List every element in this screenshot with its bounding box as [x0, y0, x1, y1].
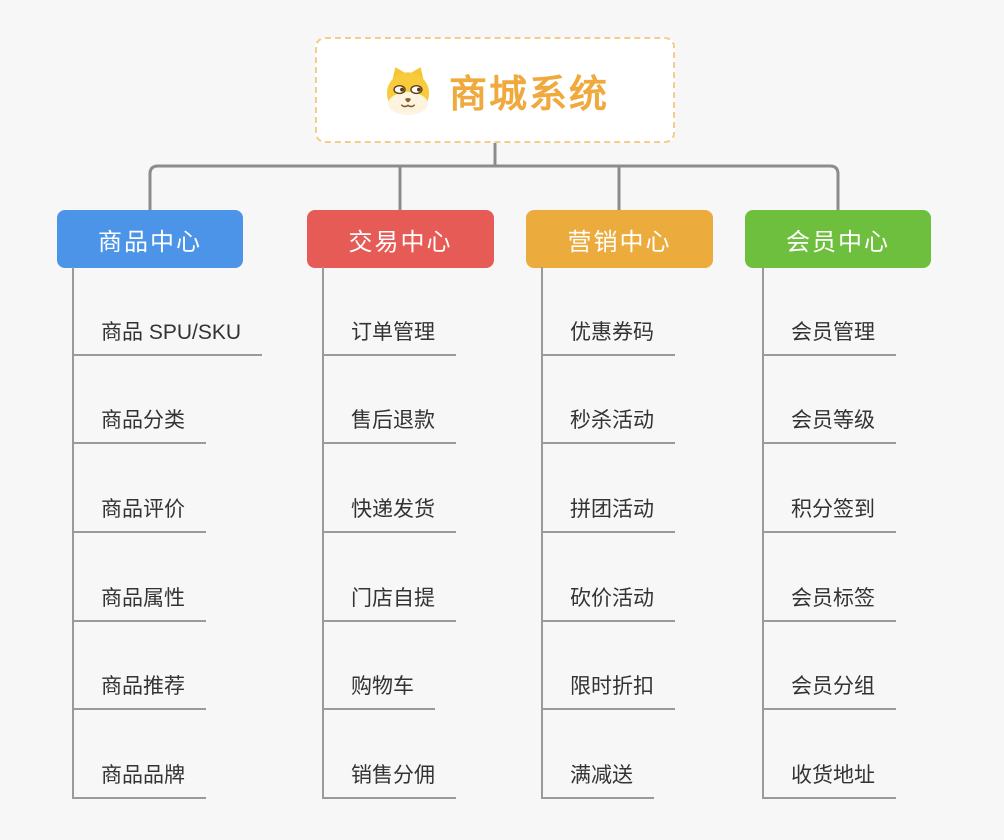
leaf-item[interactable]: 商品 SPU/SKU — [74, 267, 263, 356]
leaf-item[interactable]: 售后退款 — [324, 356, 456, 445]
leaf-label: 秒杀活动 — [543, 408, 675, 445]
branch-box-marketing-center[interactable]: 营销中心 — [526, 210, 713, 268]
leaf-item[interactable]: 秒杀活动 — [543, 356, 675, 445]
branch-label: 商品中心 — [98, 228, 202, 256]
leaf-item[interactable]: 商品属性 — [74, 533, 206, 622]
leaf-label: 会员管理 — [764, 320, 896, 356]
leaf-label: 购物车 — [324, 674, 435, 711]
leaf-item[interactable]: 会员分组 — [764, 622, 896, 711]
leaf-item[interactable]: 商品评价 — [74, 444, 206, 534]
leaf-label: 商品 SPU/SKU — [74, 320, 263, 356]
leaf-item[interactable]: 订单管理 — [324, 267, 456, 356]
leaf-label: 商品评价 — [74, 497, 206, 534]
branch-box-member-center[interactable]: 会员中心 — [745, 210, 931, 268]
leaf-item[interactable]: 满减送 — [543, 710, 654, 800]
branch-children-member-center: 会员管理 会员等级 积分签到 会员标签 会员分组 收货地址 — [762, 267, 896, 800]
leaf-item[interactable]: 拼团活动 — [543, 444, 675, 534]
branch-children-product-center: 商品 SPU/SKU 商品分类 商品评价 商品属性 商品推荐 商品品牌 — [72, 267, 263, 800]
leaf-label: 门店自提 — [324, 586, 456, 622]
leaf-item[interactable]: 砍价活动 — [543, 533, 675, 622]
leaf-item[interactable]: 快递发货 — [324, 444, 456, 534]
leaf-item[interactable]: 会员标签 — [764, 533, 896, 622]
leaf-item[interactable]: 积分签到 — [764, 444, 896, 534]
leaf-item[interactable]: 会员等级 — [764, 356, 896, 445]
branch-children-marketing-center: 优惠券码 秒杀活动 拼团活动 砍价活动 限时折扣 满减送 — [541, 267, 675, 800]
leaf-item[interactable]: 商品品牌 — [74, 710, 206, 800]
branch-children-trade-center: 订单管理 售后退款 快递发货 门店自提 购物车 销售分佣 — [322, 267, 456, 800]
branch-label: 营销中心 — [567, 228, 672, 256]
leaf-item[interactable]: 购物车 — [324, 622, 435, 711]
branch-label: 交易中心 — [348, 228, 453, 256]
leaf-label: 订单管理 — [324, 320, 456, 356]
leaf-label: 收货地址 — [764, 763, 896, 800]
leaf-label: 积分签到 — [764, 497, 896, 534]
leaf-item[interactable]: 商品推荐 — [74, 622, 206, 711]
leaf-item[interactable]: 会员管理 — [764, 267, 896, 356]
root-node[interactable]: 商城系统 — [315, 37, 675, 143]
branch-box-trade-center[interactable]: 交易中心 — [307, 210, 494, 268]
leaf-label: 售后退款 — [324, 408, 456, 445]
leaf-label: 会员标签 — [764, 586, 896, 622]
branch-label: 会员中心 — [786, 228, 890, 256]
leaf-label: 限时折扣 — [543, 674, 675, 711]
leaf-label: 商品分类 — [74, 408, 206, 445]
leaf-label: 商品品牌 — [74, 763, 206, 800]
leaf-label: 商品推荐 — [74, 674, 206, 711]
leaf-label: 销售分佣 — [324, 763, 456, 800]
leaf-label: 会员分组 — [764, 674, 896, 711]
leaf-label: 满减送 — [543, 763, 654, 800]
leaf-label: 拼团活动 — [543, 497, 675, 534]
leaf-label: 商品属性 — [74, 586, 206, 622]
root-title: 商城系统 — [448, 73, 609, 116]
branch-box-product-center[interactable]: 商品中心 — [57, 210, 243, 268]
leaf-item[interactable]: 商品分类 — [74, 356, 206, 445]
leaf-label: 快递发货 — [324, 497, 456, 534]
dog-face-icon — [381, 63, 435, 117]
leaf-item[interactable]: 收货地址 — [764, 710, 896, 800]
leaf-label: 优惠券码 — [543, 320, 675, 356]
leaf-label: 会员等级 — [764, 408, 896, 445]
leaf-item[interactable]: 销售分佣 — [324, 710, 456, 800]
leaf-label: 砍价活动 — [543, 586, 675, 622]
leaf-item[interactable]: 门店自提 — [324, 533, 456, 622]
leaf-item[interactable]: 限时折扣 — [543, 622, 675, 711]
leaf-item[interactable]: 优惠券码 — [543, 267, 675, 356]
